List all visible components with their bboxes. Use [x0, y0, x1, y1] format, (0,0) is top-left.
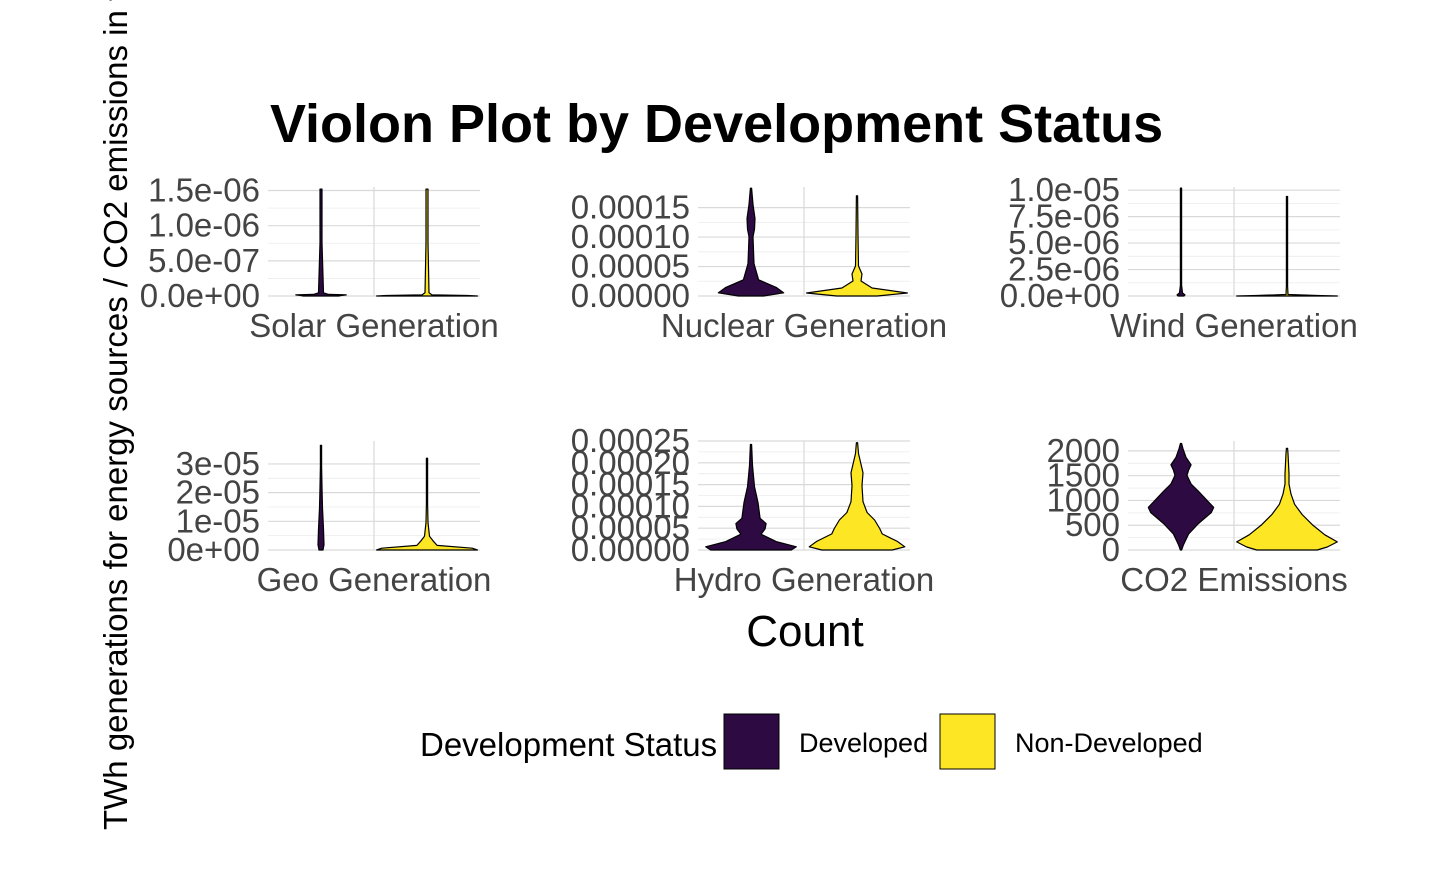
y-tick-label: 0.0e+00: [1000, 277, 1120, 314]
facet-label: Nuclear Generation: [661, 307, 947, 344]
violin-geo-generation-developed: [317, 444, 325, 551]
legend-label-developed: Developed: [799, 728, 928, 758]
facet-label: CO2 Emissions: [1120, 561, 1347, 598]
legend-label-non-developed: Non-Developed: [1015, 728, 1203, 758]
y-tick-label: 0.00005: [571, 248, 690, 285]
y-tick-label: 0.00015: [571, 189, 690, 226]
legend-key-developed: [723, 713, 780, 770]
facet-label: Geo Generation: [257, 561, 492, 598]
violin-solar-generation-non-developed: [376, 188, 478, 297]
x-axis-label: Count: [746, 607, 863, 656]
violin-co2-emissions-non-developed: [1236, 447, 1338, 551]
violin-wind-generation-developed: [1176, 187, 1186, 297]
y-tick-label: 5.0e-07: [148, 242, 260, 279]
panel-wind-generation: 0.0e+002.5e-065.0e-067.5e-061.0e-05Wind …: [1000, 171, 1358, 344]
y-tick-label: 0.00010: [571, 218, 690, 255]
y-tick-label: 0.00020: [571, 444, 690, 481]
y-tick-label: 0.00010: [571, 487, 690, 524]
y-tick-label: 1.5e-06: [148, 172, 260, 209]
facet-label: Wind Generation: [1110, 307, 1358, 344]
y-tick-label: 7.5e-06: [1008, 198, 1120, 235]
violin-wind-generation-non-developed: [1236, 195, 1338, 297]
y-tick-label: 0.0e+00: [140, 277, 260, 314]
y-tick-label: 500: [1065, 506, 1120, 543]
facet-label: Hydro Generation: [674, 561, 934, 598]
y-tick-label: 0.00025: [571, 422, 690, 459]
y-tick-label: 1500: [1047, 457, 1120, 494]
y-tick-label: 0.00000: [571, 277, 690, 314]
y-tick-label: 0e+00: [167, 531, 260, 568]
legend-title: Development Status: [420, 726, 717, 763]
facet-label: Solar Generation: [249, 307, 498, 344]
y-tick-label: 0: [1102, 531, 1120, 568]
chart-title: Violon Plot by Development Status: [270, 94, 1163, 154]
y-tick-label: 5.0e-06: [1008, 224, 1120, 261]
y-tick-label: 1000: [1047, 481, 1120, 518]
y-axis-label: TWh generations for energy sources / CO2…: [97, 0, 134, 830]
legend: Development Status Developed Non-Develop…: [420, 713, 1203, 770]
y-tick-label: 1.0e-06: [148, 207, 260, 244]
violin-solar-generation-developed: [295, 188, 347, 297]
y-tick-label: 0.00000: [571, 531, 690, 568]
y-tick-label: 1e-05: [176, 502, 260, 539]
violin-co2-emissions-developed: [1147, 442, 1215, 551]
y-tick-label: 1.0e-05: [1008, 171, 1120, 208]
y-tick-label: 2e-05: [176, 474, 260, 511]
y-tick-label: 0.00005: [571, 509, 690, 546]
y-tick-label: 2.5e-06: [1008, 251, 1120, 288]
panel-hydro-generation: 0.000000.000050.000100.000150.000200.000…: [571, 422, 935, 598]
violin-geo-generation-non-developed: [376, 457, 478, 551]
y-tick-label: 2000: [1047, 432, 1120, 469]
violin-hydro-generation-developed: [705, 443, 797, 551]
violin-nuclear-generation-developed: [717, 187, 785, 297]
violin-hydro-generation-non-developed: [808, 442, 906, 551]
violin-nuclear-generation-non-developed: [806, 195, 908, 297]
y-tick-label: 0.00015: [571, 466, 690, 503]
y-tick-label: 3e-05: [176, 445, 260, 482]
legend-key-non-developed: [939, 713, 996, 770]
